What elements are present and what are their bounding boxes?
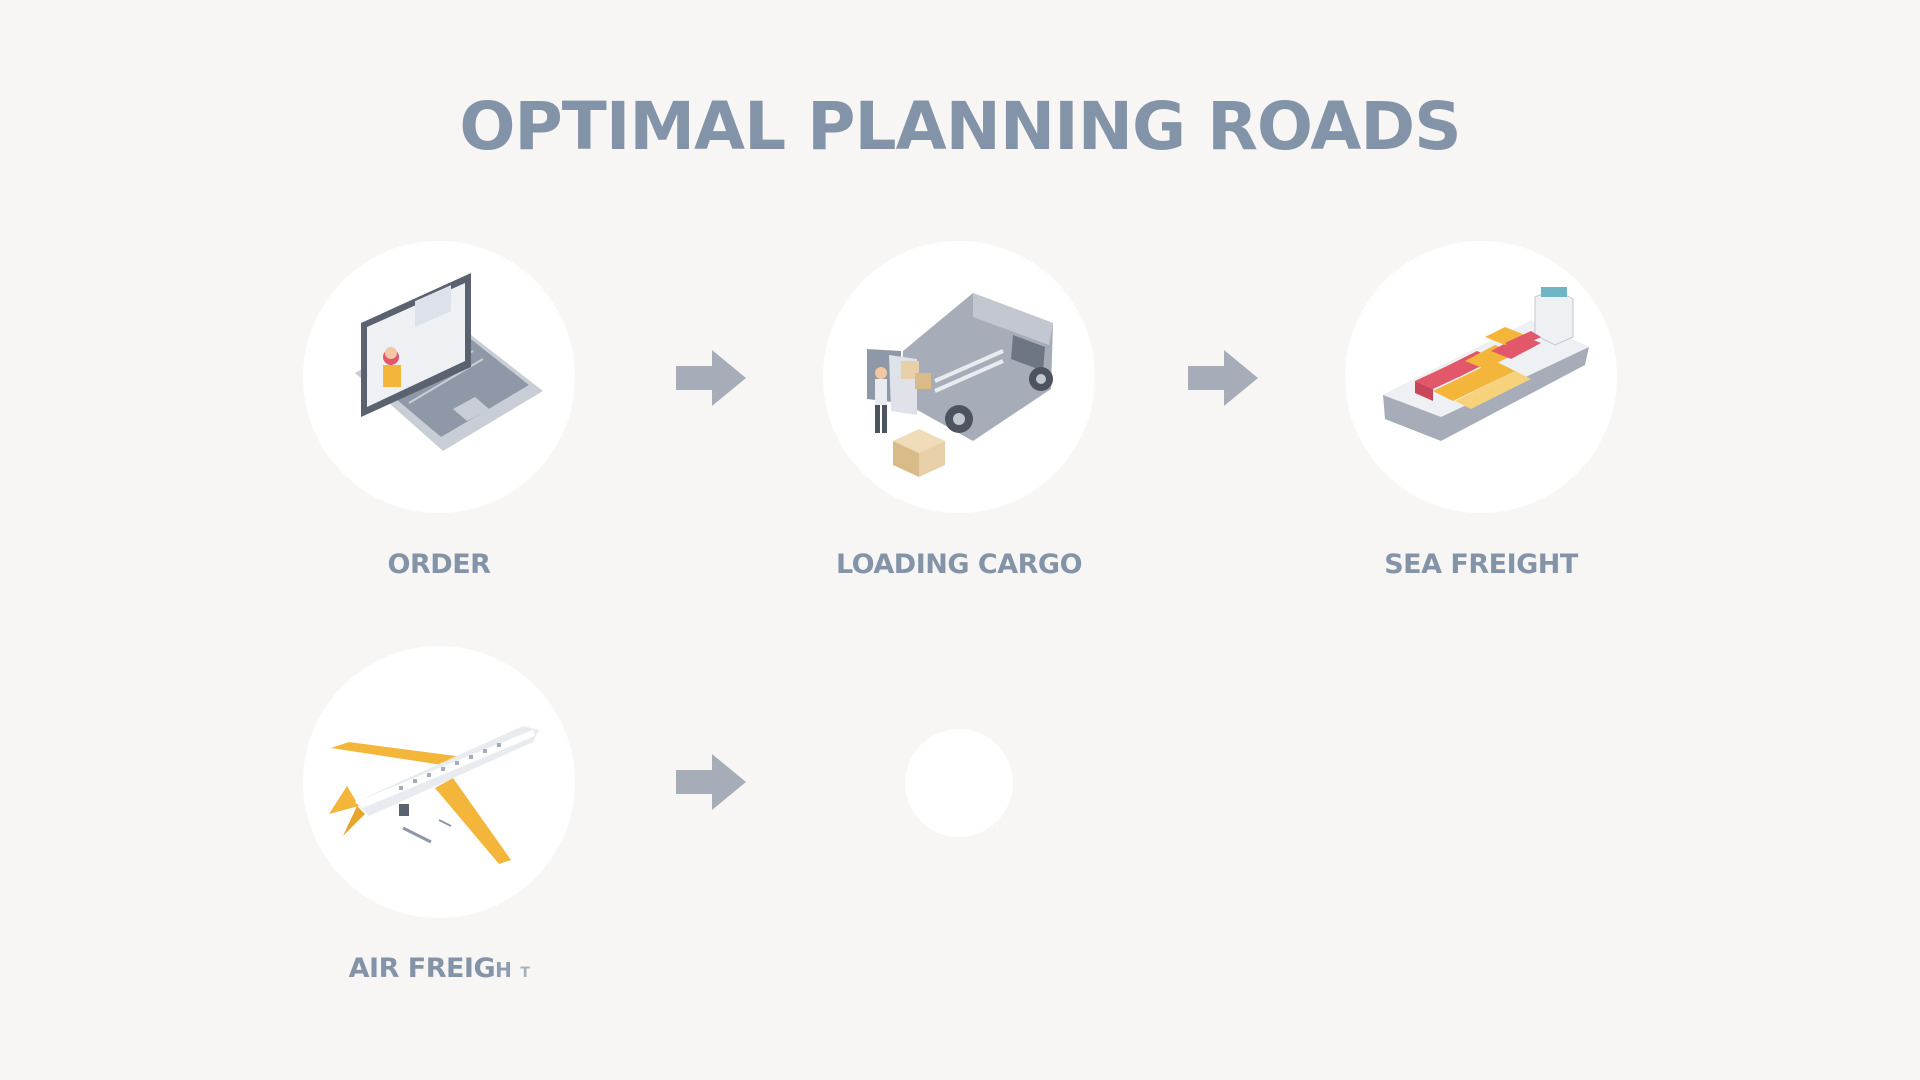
step-label-air-freight-tail-2: T [520, 965, 530, 981]
cargo-ship-icon [1383, 287, 1589, 441]
airplane-icon [329, 726, 539, 864]
step-label-order: ORDER [387, 549, 491, 580]
step-label-air-freight-tail-1: H [495, 958, 512, 982]
step-label-air-freight-main: AIR FREIG [348, 953, 496, 984]
step-label-loading-cargo: LOADING CARGO [835, 549, 1083, 580]
delivery-van-icon [867, 293, 1053, 477]
step-sea-freight [1345, 241, 1617, 513]
arrow-right-icon [676, 754, 746, 810]
step-loading-cargo [823, 241, 1095, 513]
step-label-air-freight: AIR FREIGH T [259, 953, 619, 984]
laptop-icon [355, 273, 543, 451]
page-title: OPTIMAL PLANNING ROADS [459, 88, 1461, 165]
arrow-right-icon [1188, 350, 1258, 406]
arrow-right-icon [676, 350, 746, 406]
step-order [303, 241, 575, 513]
upcoming-step-circle [905, 729, 1013, 837]
step-air-freight [303, 646, 575, 918]
step-label-sea-freight: SEA FREIGHT [1384, 549, 1578, 580]
